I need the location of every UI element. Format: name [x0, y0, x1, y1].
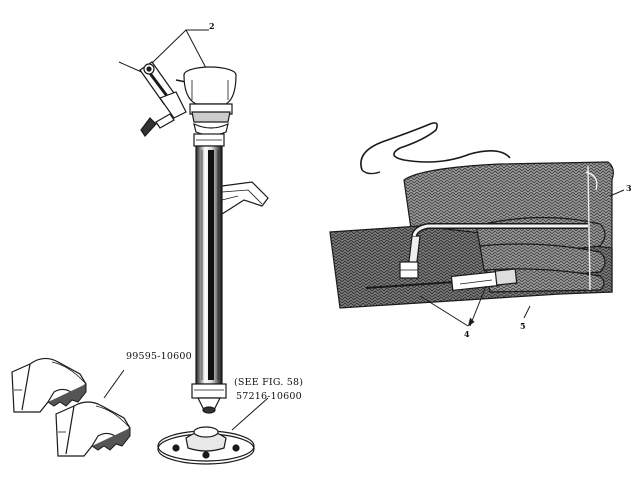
part-number-jack-shoes: 99595-10600: [126, 351, 192, 362]
callout-5: 5: [520, 321, 526, 331]
screwdriver: [365, 268, 518, 292]
jack-head: [183, 66, 237, 136]
tool-roll-illustration: [329, 122, 625, 327]
lift-saddle: [221, 181, 269, 216]
callout-3: 3: [626, 183, 632, 193]
jack-illustration: [118, 29, 269, 414]
callout-4: 4: [464, 329, 470, 339]
callout-2: 2: [209, 21, 215, 31]
crank-handle: [139, 61, 187, 137]
lug-wrench: [399, 223, 588, 279]
see-figure-reference: (SEE FIG. 58): [234, 377, 304, 388]
jack-tube: [195, 145, 223, 385]
part-number-jack-base: 57216-10600: [236, 391, 302, 402]
jack-base-plate: [157, 397, 269, 465]
jack-shoes: [11, 357, 131, 457]
